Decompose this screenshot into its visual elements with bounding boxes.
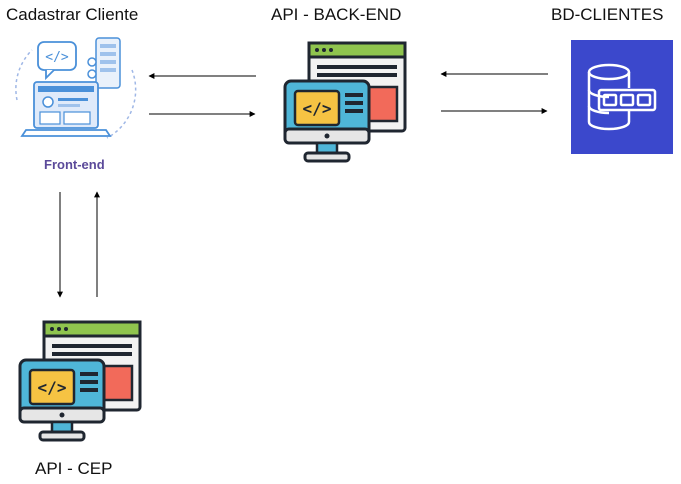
code-monitor-icon: </> — [18, 320, 142, 442]
frontend-title: Cadastrar Cliente — [6, 5, 139, 24]
svg-text:</>: </> — [303, 99, 332, 118]
backend-title: API - BACK-END — [271, 5, 402, 24]
svg-text:</>: </> — [38, 378, 67, 397]
cep-title: API - CEP — [35, 459, 113, 478]
database-icon — [571, 40, 673, 154]
svg-text:</>: </> — [45, 50, 69, 65]
database-title: BD-CLIENTES — [551, 5, 664, 24]
code-monitor-icon: </> — [283, 41, 407, 163]
frontend-sublabel: Front-end — [44, 157, 105, 172]
web-development-icon: </> — [15, 37, 137, 139]
